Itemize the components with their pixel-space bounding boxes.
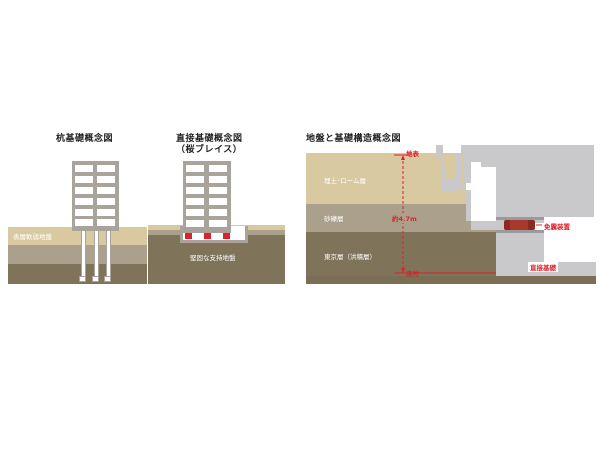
ground-structure-title: 地盤と基礎構造概念図 [306,134,402,144]
depth-label: 約4.7m [392,213,417,223]
support-layer [8,264,147,284]
pile [106,231,111,277]
fill-loam-layer-label: 埋土･ローム層 [324,177,367,185]
soft-ground-layer [8,227,147,245]
pile [94,231,99,277]
tokyo-layer-label: 東京層（洪積層） [324,253,376,261]
floor-level-label: 床付 [406,270,419,278]
ground-structure-svg [306,145,596,284]
pile-foundation-title: 杭基礎概念図 [56,134,114,144]
building [183,161,231,233]
isolator-label: 免震装置 [544,223,570,231]
sand-gravel-layer-label: 砂礫層 [324,215,344,223]
direct-foundation-diagram: 堅固な支持地盤 [148,160,286,286]
direct-foundation-subtitle: （桜ブレイス） [176,145,243,155]
ground-surface-label: 地表 [406,150,419,158]
pile [81,231,86,277]
red-block [185,233,192,239]
support-ground-label: 堅固な支持地盤 [190,254,236,262]
pile-foundation-diagram: 表層軟弱地盤 [8,160,148,286]
direct-foundation-label: 直接基礎 [528,262,558,272]
red-block [223,233,230,239]
direct-foundation-title: 直接基礎概念図 [176,134,243,144]
building [72,161,119,231]
middle-layer [8,245,147,264]
soft-ground-label: 表層軟弱地盤 [13,233,52,241]
red-block [204,233,211,239]
pile-tip [92,276,99,282]
support-ground-layer [148,235,285,284]
pile-tip [104,276,111,282]
pile-tip [79,276,86,282]
ground-structure-diagram: 地表 埋土･ローム層 砂礫層 約4.7m 東京層（洪積層） 床付 免震装置 直接… [306,145,600,290]
